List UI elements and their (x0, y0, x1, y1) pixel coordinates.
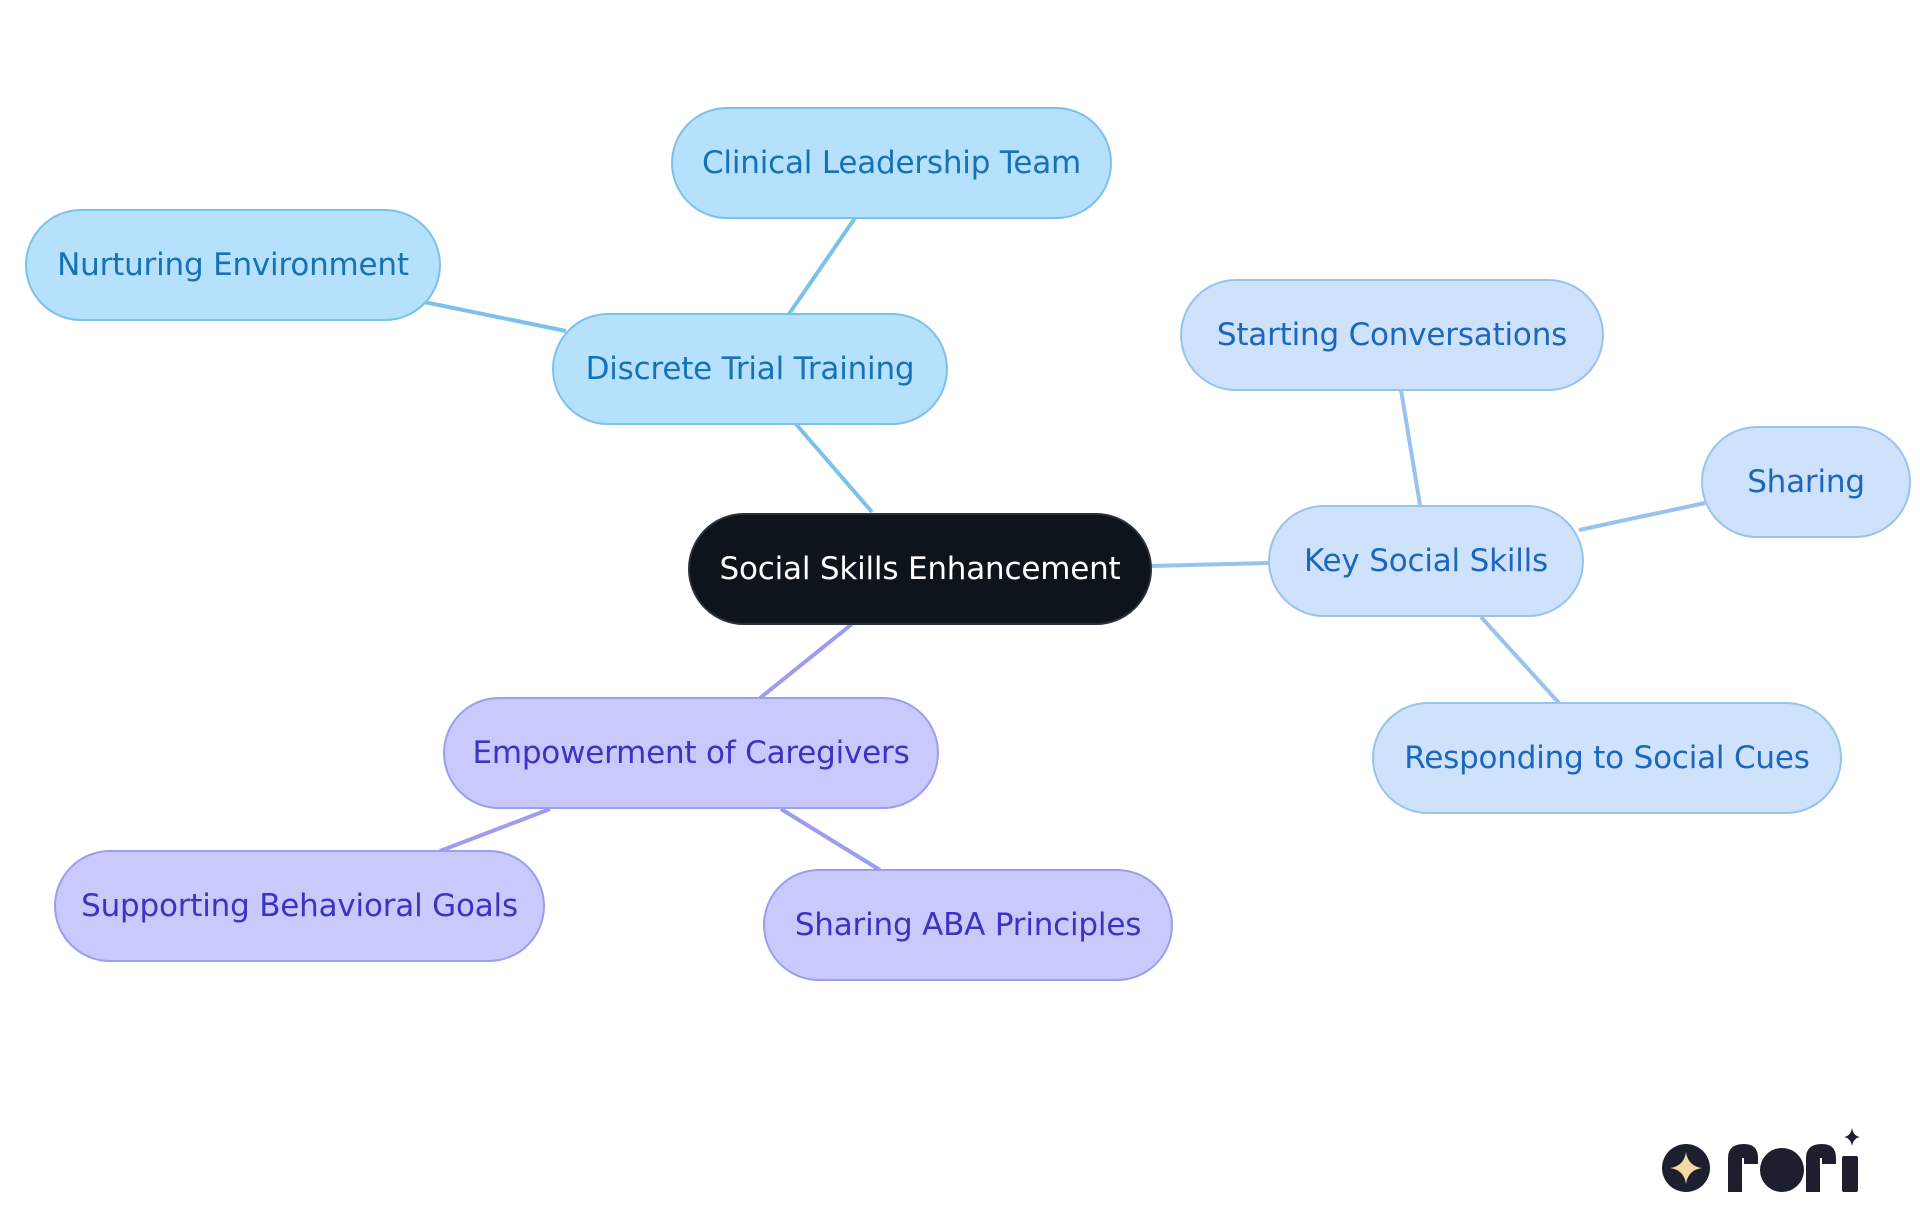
node-label: Sharing (1747, 464, 1865, 500)
edge-key-social-skills-responding-to-social-cues (1479, 615, 1561, 705)
node-supporting-behavioral-goals[interactable]: Supporting Behavioral Goals (54, 850, 545, 962)
node-empowerment-of-caregivers[interactable]: Empowerment of Caregivers (443, 697, 939, 809)
brand-logo (1662, 1128, 1860, 1192)
node-label: Discrete Trial Training (585, 351, 915, 387)
edge-discrete-trial-training-clinical-leadership-team (787, 216, 857, 316)
node-discrete-trial-training[interactable]: Discrete Trial Training (552, 313, 948, 425)
edge-empowerment-of-caregivers-supporting-behavioral-goals (439, 807, 551, 853)
node-responding-to-social-cues[interactable]: Responding to Social Cues (1372, 702, 1842, 814)
node-label: Social Skills Enhancement (719, 551, 1121, 587)
edge-discrete-trial-training-nurturing-environment (423, 300, 567, 333)
sparkle-circle-icon (1662, 1144, 1710, 1192)
node-clinical-leadership-team[interactable]: Clinical Leadership Team (671, 107, 1112, 219)
logo-wordmark (1728, 1128, 1860, 1192)
node-label: Nurturing Environment (57, 247, 409, 283)
node-label: Starting Conversations (1216, 317, 1568, 353)
edge-key-social-skills-sharing (1578, 501, 1706, 532)
node-label: Empowerment of Caregivers (472, 735, 910, 771)
node-label: Supporting Behavioral Goals (81, 888, 518, 924)
edge-key-social-skills-starting-conversations (1399, 389, 1422, 506)
node-nurturing-environment[interactable]: Nurturing Environment (25, 209, 441, 321)
node-key-social-skills[interactable]: Key Social Skills (1268, 505, 1584, 617)
edge-root-key-social-skills (1149, 561, 1270, 568)
node-starting-conversations[interactable]: Starting Conversations (1180, 279, 1604, 391)
edge-root-discrete-trial-training (793, 421, 874, 514)
edge-root-empowerment-of-caregivers (758, 622, 854, 700)
node-social-skills-enhancement[interactable]: Social Skills Enhancement (688, 513, 1152, 625)
node-label: Sharing ABA Principles (794, 907, 1142, 943)
node-sharing-aba-principles[interactable]: Sharing ABA Principles (763, 869, 1173, 981)
node-label: Clinical Leadership Team (701, 145, 1081, 181)
node-label: Responding to Social Cues (1404, 740, 1810, 776)
node-label: Key Social Skills (1303, 543, 1549, 579)
edge-empowerment-of-caregivers-sharing-aba-principles (779, 807, 882, 872)
node-sharing[interactable]: Sharing (1701, 426, 1911, 538)
